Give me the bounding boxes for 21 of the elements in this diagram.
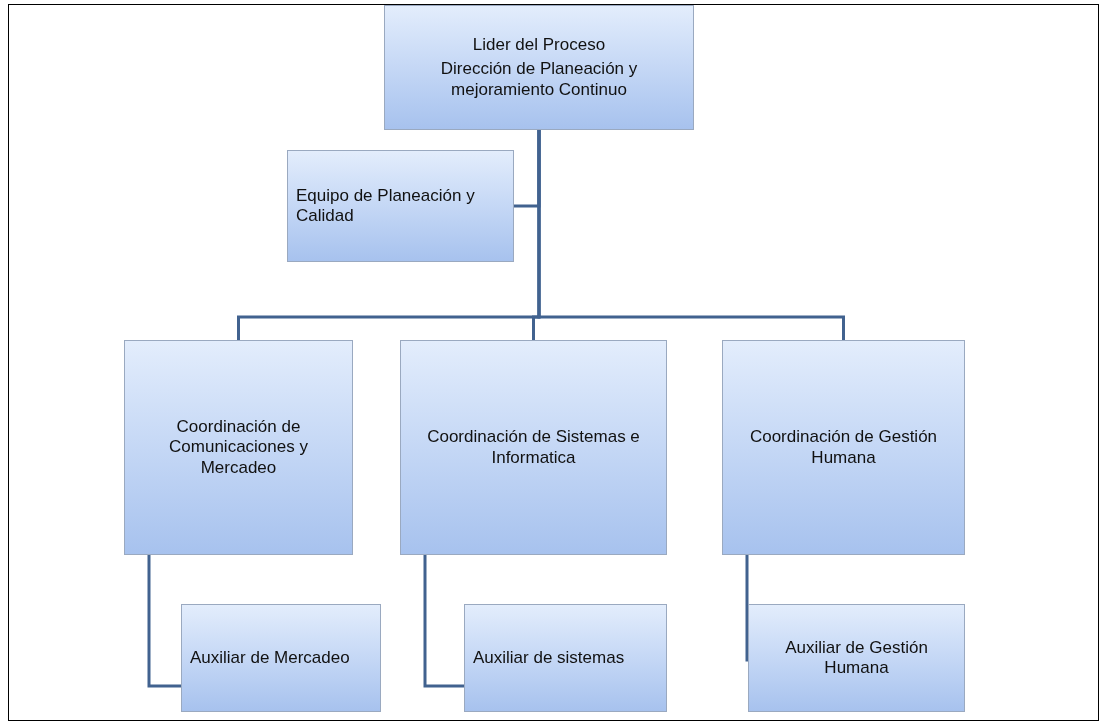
- connector-line: [537, 130, 845, 340]
- box-text: Coordinación de Comunicaciones y Mercadeo: [168, 416, 309, 479]
- org-box: [384, 5, 694, 130]
- org-box: [464, 604, 667, 712]
- connector-line: [745, 555, 750, 662]
- org-box: [287, 150, 514, 262]
- connector-line: [147, 555, 181, 688]
- box-text: Coordinación de Sistemas e Informatica: [426, 427, 641, 468]
- box-text: Equipo de Planeación y Calidad: [296, 185, 476, 227]
- box-text: Dirección de Planeación y mejoramiento Continuo: [439, 59, 639, 101]
- box-text: Auxiliar de Mercadeo: [190, 647, 350, 669]
- box-text: Lider del Proceso: [472, 34, 606, 56]
- box-text: Auxiliar de sistemas: [473, 647, 625, 669]
- org-box: [722, 340, 965, 555]
- org-box: [748, 604, 965, 712]
- org-box: [400, 340, 667, 555]
- box-text: Auxiliar de Gestión Humana: [784, 637, 929, 679]
- org-box: [181, 604, 381, 712]
- org-box: [124, 340, 353, 555]
- connector-line: [423, 555, 464, 688]
- box-text: Coordinación de Gestión Humana: [748, 427, 939, 468]
